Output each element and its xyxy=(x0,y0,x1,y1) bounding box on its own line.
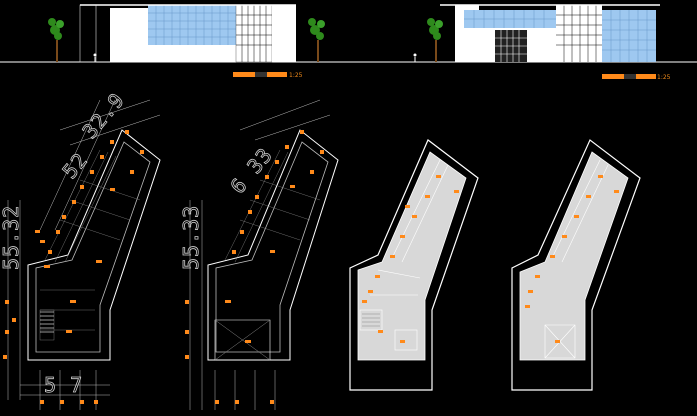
scale-bar: 1:25 xyxy=(602,74,671,81)
dim-top: 32.9 xyxy=(77,88,129,143)
elevation-left: 1:25 xyxy=(48,4,325,79)
room-tags xyxy=(3,130,144,404)
plan-2: 55.33 6 33 xyxy=(179,99,339,410)
plan-1: 55.32 32.9 52 5 7 xyxy=(0,87,161,410)
dim-bottom: 5 7 xyxy=(44,373,83,397)
room-tags xyxy=(362,175,459,343)
plan-4 xyxy=(511,139,641,391)
scale-label: 1:25 xyxy=(289,72,303,79)
dim-left: 55.32 xyxy=(0,205,23,270)
tree-icon xyxy=(308,18,325,62)
room-tags xyxy=(185,130,324,404)
dim-left: 55.33 xyxy=(179,205,203,270)
room-tags xyxy=(525,175,619,343)
wall-block xyxy=(110,8,148,62)
plan-3 xyxy=(349,139,479,391)
elevation-strip: 1:25 xyxy=(0,4,697,81)
tree-icon xyxy=(427,18,443,62)
dim-mid: 52 xyxy=(57,148,92,183)
elevation-right: 1:25 xyxy=(413,4,671,81)
scale-bar: 1:25 xyxy=(233,72,303,79)
tree-icon xyxy=(48,18,64,62)
glass-facade xyxy=(148,5,236,45)
scale-label: 1:25 xyxy=(657,74,671,81)
